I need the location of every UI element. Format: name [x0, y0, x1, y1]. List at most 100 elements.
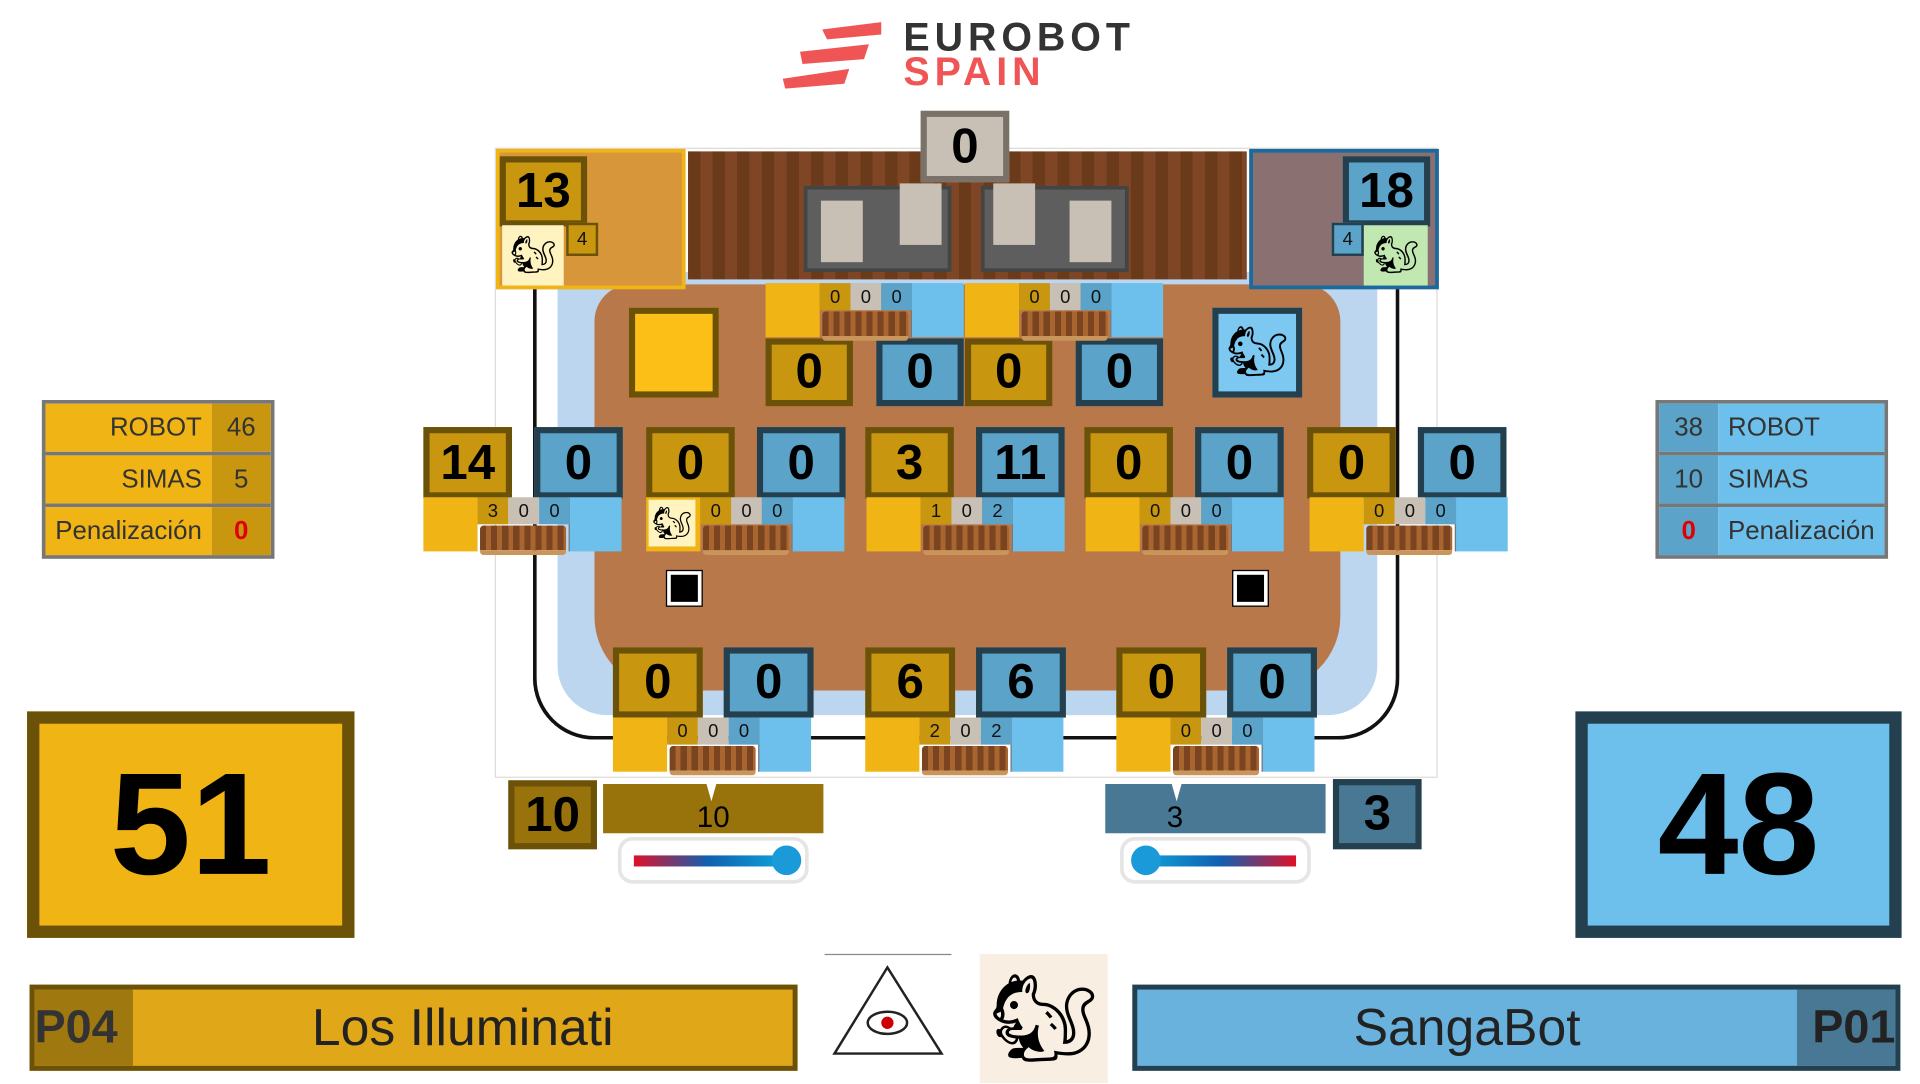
squirrel-team-logo: 🐿	[979, 953, 1108, 1084]
score-box: 0	[1084, 427, 1173, 499]
ramp-block	[993, 183, 1036, 245]
ramp-block	[1069, 200, 1112, 263]
row-label: ROBOT	[1718, 403, 1885, 452]
score-box: 0	[1116, 647, 1207, 718]
blue-slot	[568, 497, 622, 552]
score-box: 0	[1227, 647, 1317, 718]
yellow-slot	[865, 717, 920, 772]
crate-icon	[923, 525, 1010, 556]
blue-bar-value: 3	[1166, 801, 1184, 835]
yellow-side-score: 10	[508, 780, 597, 850]
crate-icon	[1172, 745, 1260, 776]
counter-cell: 0	[539, 497, 570, 525]
illuminati-logo	[824, 953, 952, 1083]
score-box: 0	[1195, 427, 1284, 499]
row-value: 46	[211, 403, 271, 452]
eye-triangle-icon	[832, 965, 944, 1055]
score-box: 6	[865, 647, 956, 718]
row-label: SIMAS	[45, 455, 212, 504]
crate-icon	[702, 525, 789, 556]
counter-cell: 0	[1201, 717, 1233, 745]
counter-cell: 0	[761, 497, 793, 525]
score-box: 14	[423, 427, 513, 499]
blue-team-bar: SangaBot P01	[1132, 984, 1901, 1071]
aruco-marker-right	[1232, 569, 1269, 607]
score-box: 3	[865, 427, 954, 499]
yellow-slot	[866, 497, 921, 552]
blue-slot	[1010, 717, 1064, 772]
counter-cell: 0	[1232, 717, 1263, 745]
yellow-total-score: 51	[27, 711, 355, 938]
blue-nest-small: 4	[1331, 222, 1364, 257]
blue-slot	[1011, 497, 1065, 552]
row-value: 0	[1659, 507, 1719, 556]
score-box: 0	[1075, 338, 1164, 407]
squirrel-nest-icon: 🐿	[1363, 225, 1428, 286]
thermo-fill	[1145, 855, 1297, 867]
crate-icon	[1366, 525, 1453, 556]
counter-cell: 0	[1201, 497, 1233, 525]
thermo-bulb	[771, 845, 802, 876]
score-box: 0	[765, 338, 853, 407]
score-box: 0	[646, 427, 735, 499]
crate-icon	[921, 745, 1009, 776]
yellow-progress-bar: 10	[603, 784, 824, 835]
yellow-team-bar: P04 Los Illuminati	[29, 984, 798, 1071]
crate-icon	[669, 745, 756, 776]
squirrel-icon: 🐿	[648, 499, 696, 547]
counter-cell: 0	[508, 497, 540, 525]
blue-thermometer-icon	[1120, 836, 1311, 884]
row-label: SIMAS	[1718, 455, 1885, 504]
crate-icon	[1142, 525, 1229, 556]
crate-icon	[480, 525, 567, 556]
yellow-nest-small: 4	[566, 222, 599, 257]
yellow-nest-score: 13	[499, 156, 588, 227]
score-box: 0	[1417, 427, 1507, 499]
score-box: 0	[723, 647, 814, 718]
row-label: Penalización	[45, 507, 212, 556]
ramp-block	[899, 183, 942, 245]
blue-total-score: 48	[1575, 711, 1902, 938]
blue-slot	[1230, 497, 1284, 552]
counter-cell: 0	[731, 497, 762, 525]
blue-slot	[1110, 283, 1164, 338]
counter-cell: 0	[667, 717, 698, 745]
counter-cell: 0	[1080, 283, 1112, 311]
counter-cell: 0	[850, 283, 882, 311]
crate-icon	[1021, 311, 1108, 341]
counter-cell: 0	[951, 497, 983, 525]
counter-cell: 0	[881, 283, 913, 311]
counter-cell: 0	[700, 497, 732, 525]
yellow-square-zone	[628, 307, 719, 398]
score-box: 0	[756, 427, 846, 499]
blue-progress-bar: 3	[1105, 784, 1326, 835]
thermo-bulb	[1131, 845, 1161, 876]
logo-eurobot-text: EUROBOT	[903, 14, 1135, 60]
counter-cell: 0	[1139, 497, 1171, 525]
counter-cell: 0	[1049, 283, 1081, 311]
blue-side-score: 3	[1332, 779, 1422, 850]
blue-slot	[910, 283, 964, 338]
blue-nest-score: 18	[1342, 156, 1431, 227]
row-value: 38	[1659, 403, 1719, 452]
yellow-slot	[964, 283, 1020, 338]
counter-cell: 3	[477, 497, 509, 525]
yellow-slot	[1309, 497, 1364, 552]
counter-cell: 0	[819, 283, 851, 311]
row-value: 5	[211, 455, 271, 504]
score-box: 0	[534, 427, 623, 499]
yellow-thermometer-icon	[617, 836, 809, 884]
counter-cell: 0	[1170, 497, 1202, 525]
yellow-slot	[1116, 717, 1171, 772]
yellow-bar-value: 10	[696, 801, 730, 835]
blue-team-name: SangaBot	[1353, 998, 1581, 1057]
score-box: 0	[964, 338, 1053, 407]
top-center-score: 0	[920, 110, 1010, 183]
counter-cell: 2	[982, 497, 1013, 525]
blue-slot	[791, 497, 845, 552]
yellow-slot	[423, 497, 478, 552]
